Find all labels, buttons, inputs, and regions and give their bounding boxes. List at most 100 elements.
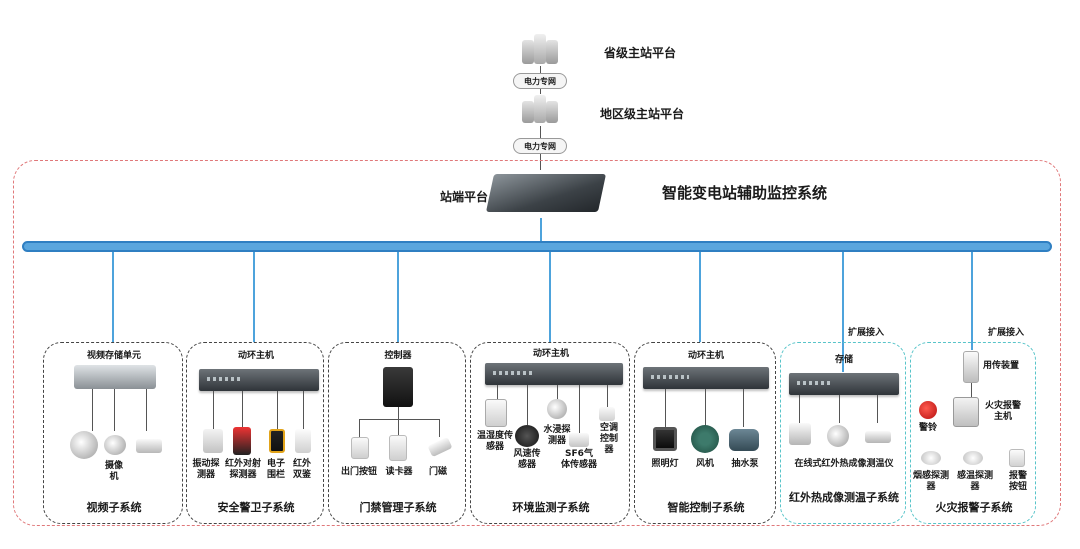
door-magnet-icon (427, 436, 453, 458)
link-line (303, 391, 304, 429)
ac-controller-icon (599, 407, 615, 421)
ac-controller-label: 空调控制器 (599, 423, 618, 455)
access-subsystem: 控制器 出门按钮 读卡器 门磁 门禁管理子系统 (328, 342, 466, 524)
thermal-camera-icon (789, 423, 811, 445)
dome-camera-icon (70, 431, 98, 459)
regional-platform-label: 地区级主站平台 (600, 107, 685, 121)
video-subsystem: 视频存储单元 摄像机 视频子系统 (43, 342, 183, 524)
bullet-camera-icon (136, 439, 162, 453)
camera-icon (104, 435, 126, 455)
vibration-label: 振动探测器 (192, 459, 220, 480)
alarm-bell-label: 警铃 (918, 423, 937, 433)
link-line (242, 391, 243, 429)
heat-detector-icon (963, 451, 983, 465)
sf6-label: SF6气体传感器 (561, 449, 598, 470)
alarm-button-icon (1009, 449, 1025, 467)
fence-label: 电子围栏 (266, 459, 285, 480)
link-line (839, 395, 840, 423)
infrared-beam-icon (233, 427, 251, 455)
link-line (799, 395, 800, 423)
aux-monitoring-system-boundary (13, 160, 1061, 526)
security-subsystem-title: 安全警卫子系统 (217, 501, 295, 514)
bus-drop (549, 252, 551, 342)
link-line (398, 407, 399, 419)
link-line (92, 389, 93, 431)
fire-subsystem: 用传装置 警铃 火灾报警主机 烟感探测器 感温探测器 报警按钮 火灾报警子系统 (910, 342, 1036, 524)
system-title: 智能变电站辅助监控系统 (662, 184, 828, 202)
lighting-icon (653, 427, 677, 451)
flood-label: 水浸探测器 (543, 425, 571, 446)
bus-drop (971, 252, 973, 350)
flood-detector-icon (547, 399, 567, 419)
card-reader-icon (389, 435, 407, 461)
bus-drop (253, 252, 255, 342)
link-line (607, 385, 608, 407)
wind-speed-sensor-icon (515, 425, 539, 447)
dual-infrared-label: 红外双鉴 (292, 459, 311, 480)
link-line (579, 385, 580, 433)
environment-subsystem: 动环主机 温湿度传感器 风速传感器 水浸探测器 SF6气体传感器 空调控制器 环… (470, 342, 630, 524)
alarm-bell-icon (919, 401, 937, 419)
security-host-label: 动环主机 (237, 351, 274, 361)
link-line (877, 395, 878, 423)
alarm-button-label: 报警按钮 (1008, 471, 1027, 492)
environment-subsystem-title: 环境监测子系统 (512, 501, 590, 514)
lighting-label: 照明灯 (651, 459, 679, 469)
temp-humidity-label: 温湿度传感器 (476, 431, 513, 452)
power-network-2: 电力专网 (513, 138, 567, 154)
exit-button-icon (351, 437, 369, 459)
fire-host-label: 火灾报警主机 (984, 401, 1021, 422)
communication-bus (22, 241, 1052, 252)
heat-label: 感温探测器 (956, 471, 993, 492)
link-line (557, 385, 558, 399)
video-storage-unit-device (74, 365, 156, 389)
storage-label: 存储 (834, 355, 853, 365)
bus-drop (699, 252, 701, 342)
wind-speed-label: 风速传感器 (513, 449, 541, 470)
provincial-platform-label: 省级主站平台 (604, 46, 677, 60)
provincial-server-icon (522, 34, 558, 68)
door-magnet-label: 门磁 (428, 467, 447, 477)
access-controller-device (383, 367, 413, 407)
fire-subsystem-title: 火灾报警子系统 (935, 501, 1013, 514)
bullet-thermal-camera-icon (865, 431, 891, 443)
bus-drop (112, 252, 114, 342)
link-line (146, 389, 147, 431)
smoke-label: 烟感探测器 (912, 471, 949, 492)
temp-humidity-sensor-icon (485, 399, 507, 427)
link-line (213, 391, 214, 429)
fence-icon (269, 429, 285, 453)
fan-icon (691, 425, 719, 453)
link-line (705, 389, 706, 427)
video-subsystem-title: 视频子系统 (86, 501, 142, 514)
link-line (743, 389, 744, 427)
regional-server-icon (522, 95, 558, 127)
storage-device (789, 373, 899, 395)
expansion-label-1: 扩展接入 (848, 328, 885, 338)
power-network-1: 电力专网 (513, 73, 567, 89)
environment-host-device (485, 363, 623, 385)
expansion-label-2: 扩展接入 (988, 328, 1025, 338)
station-server-icon (485, 168, 607, 218)
link-line (497, 385, 498, 399)
environment-host-label: 动环主机 (532, 349, 569, 359)
link-line (439, 419, 440, 437)
link-line (277, 391, 278, 429)
security-host-device (199, 369, 319, 391)
vibration-detector-icon (203, 429, 223, 453)
ptz-camera-icon (827, 425, 849, 447)
security-subsystem: 动环主机 振动探测器 红外对射探测器 电子围栏 红外双鉴 安全警卫子系统 (186, 342, 324, 524)
access-subsystem-title: 门禁管理子系统 (359, 501, 437, 514)
transmission-device-icon (963, 351, 979, 383)
link-line (971, 383, 972, 397)
bus-drop (397, 252, 399, 342)
camera-label: 摄像机 (104, 461, 123, 482)
controller-label: 控制器 (384, 351, 412, 361)
control-host-label: 动环主机 (687, 351, 724, 361)
pump-icon (729, 429, 759, 451)
fan-label: 风机 (695, 459, 714, 469)
thermal-subsystem: 存储 在线式红外热成像测温仪 红外热成像测温子系统 (780, 342, 906, 524)
link-line (359, 419, 439, 420)
station-platform-label: 站端平台 (440, 190, 489, 204)
dual-infrared-icon (295, 429, 311, 453)
